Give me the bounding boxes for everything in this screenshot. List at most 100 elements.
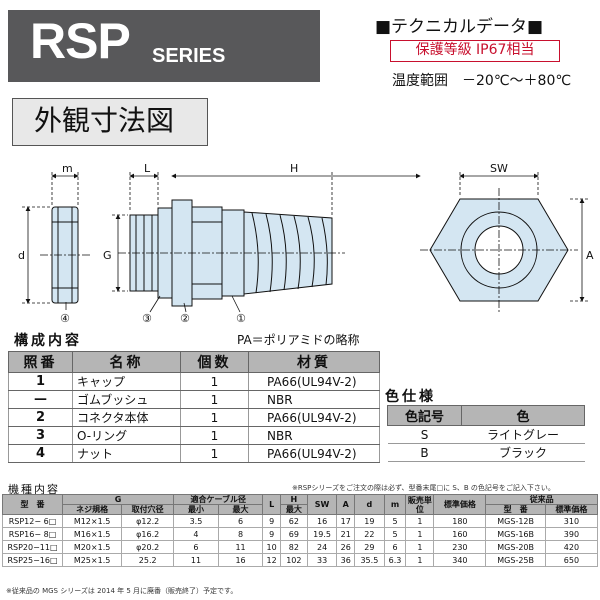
parts-no: 4 (8, 444, 73, 463)
dimension-drawing: m L H SW d G A ④ ③ ② ① (18, 162, 594, 325)
color-title: 色仕様 (385, 389, 436, 405)
callout-1: ① (236, 312, 246, 325)
models-header-old-model: 型 番 (485, 504, 546, 515)
models-row: RSP16− 8□ M16×1.5 φ16.2 4 8 9 69 19.5 21… (2, 527, 599, 541)
model-max: 11 (217, 540, 264, 554)
parts-material: NBR (248, 390, 380, 409)
model-L: 12 (262, 553, 281, 567)
color-code: B (387, 443, 462, 462)
model-m: 5 (383, 514, 407, 528)
color-row: B ブラック (387, 443, 585, 462)
models-header-hole: 取付穴径 (121, 504, 175, 515)
model-d: 35.5 (354, 553, 385, 567)
models-header-unit: 販売単位 (405, 494, 435, 515)
parts-row: — ゴムブッシュ 1 NBR (8, 390, 380, 409)
parts-row: 2 コネクタ本体 1 PA66(UL94V-2) (8, 408, 380, 427)
model-H: 102 (279, 553, 308, 567)
parts-row: 3 O-リング 1 NBR (8, 426, 380, 445)
parts-qty: 1 (180, 390, 249, 409)
parts-table: 照番 名称 個数 材質 1 キャップ 1 PA66(UL94V-2) — ゴムブ… (8, 351, 380, 463)
model-min: 4 (173, 527, 219, 541)
model-code: RSP25−16□ (2, 553, 63, 567)
model-price: 180 (433, 514, 487, 528)
dim-SW: SW (490, 162, 508, 175)
models-header-d: d (354, 494, 385, 515)
model-d: 19 (354, 514, 385, 528)
parts-no: — (8, 390, 73, 409)
models-header-price: 標準価格 (433, 494, 487, 515)
color-name: ブラック (461, 443, 585, 462)
models-row: RSP12− 6□ M12×1.5 φ12.2 3.5 6 9 62 16 17… (2, 514, 599, 528)
temperature-range: 温度範囲 －20℃～＋80℃ (392, 73, 572, 89)
model-H: 82 (279, 540, 308, 554)
models-row: RSP25−16□ M25×1.5 25.2 11 16 12 102 33 3… (2, 553, 599, 567)
parts-qty: 1 (180, 426, 249, 445)
models-header-m: m (383, 494, 407, 515)
model-SW: 19.5 (306, 527, 338, 541)
parts-no: 3 (8, 426, 73, 445)
color-row: S ライトグレー (387, 425, 585, 444)
models-header-old: 従来品 (485, 494, 598, 505)
model-thread: M12×1.5 (61, 514, 123, 528)
models-footnote: ※従来品の MGS シリーズは 2014 年 5 月に廃番（販売終了）予定です。 (6, 587, 238, 595)
model-SW: 33 (306, 553, 338, 567)
parts-material: NBR (248, 426, 380, 445)
model-max: 16 (217, 553, 264, 567)
parts-name: キャップ (72, 372, 181, 391)
models-header-old-price: 標準価格 (544, 504, 599, 515)
models-header-A: A (336, 494, 356, 515)
color-name: ライトグレー (461, 425, 585, 444)
series-code: RSP (30, 13, 131, 69)
dim-L: L (144, 162, 151, 175)
parts-name: O-リング (72, 426, 181, 445)
model-old-price: 390 (544, 527, 599, 541)
model-price: 340 (433, 553, 487, 567)
model-old-price: 310 (544, 514, 599, 528)
color-header-code: 色記号 (387, 405, 462, 426)
model-old-price: 420 (544, 540, 599, 554)
parts-material: PA66(UL94V-2) (248, 444, 380, 463)
model-code: RSP16− 8□ (2, 527, 63, 541)
models-header-max: 最大 (217, 504, 264, 515)
model-unit: 1 (405, 527, 435, 541)
dim-m: m (62, 162, 73, 175)
parts-qty: 1 (180, 444, 249, 463)
model-SW: 24 (306, 540, 338, 554)
model-A: 17 (336, 514, 356, 528)
color-header-color: 色 (461, 405, 585, 426)
model-A: 26 (336, 540, 356, 554)
model-code: RSP20−11□ (2, 540, 63, 554)
models-row: RSP20−11□ M20×1.5 φ20.2 6 11 10 82 24 26… (2, 540, 599, 554)
model-code: RSP12− 6□ (2, 514, 63, 528)
model-old-model: MGS-20B (485, 540, 546, 554)
parts-no: 2 (8, 408, 73, 427)
parts-qty: 1 (180, 372, 249, 391)
model-d: 29 (354, 540, 385, 554)
series-banner (8, 10, 320, 82)
models-header-model: 型 番 (2, 494, 63, 515)
dim-d: d (18, 249, 25, 262)
model-L: 9 (262, 527, 281, 541)
series-word: SERIES (152, 45, 226, 67)
model-min: 11 (173, 553, 219, 567)
models-note: ※RSPシリーズをご注文の際は必ず、型番末尾□に S、B の色記号をご記入下さい… (292, 484, 555, 492)
model-L: 10 (262, 540, 281, 554)
models-header-H-sub: 最大 (279, 504, 308, 515)
model-price: 230 (433, 540, 487, 554)
model-old-model: MGS-25B (485, 553, 546, 567)
model-m: 6.3 (383, 553, 407, 567)
tech-data-title: ■テクニカルデータ■ (375, 17, 544, 37)
model-thread: M16×1.5 (61, 527, 123, 541)
model-old-model: MGS-16B (485, 527, 546, 541)
parts-header-no: 照番 (8, 351, 73, 373)
model-A: 36 (336, 553, 356, 567)
parts-qty: 1 (180, 408, 249, 427)
model-old-price: 650 (544, 553, 599, 567)
model-min: 6 (173, 540, 219, 554)
model-H: 62 (279, 514, 308, 528)
protection-badge: 保護等級 IP67相当 (390, 40, 560, 62)
parts-material: PA66(UL94V-2) (248, 372, 380, 391)
parts-material: PA66(UL94V-2) (248, 408, 380, 427)
dim-H: H (290, 162, 298, 175)
parts-header-name: 名称 (72, 351, 181, 373)
